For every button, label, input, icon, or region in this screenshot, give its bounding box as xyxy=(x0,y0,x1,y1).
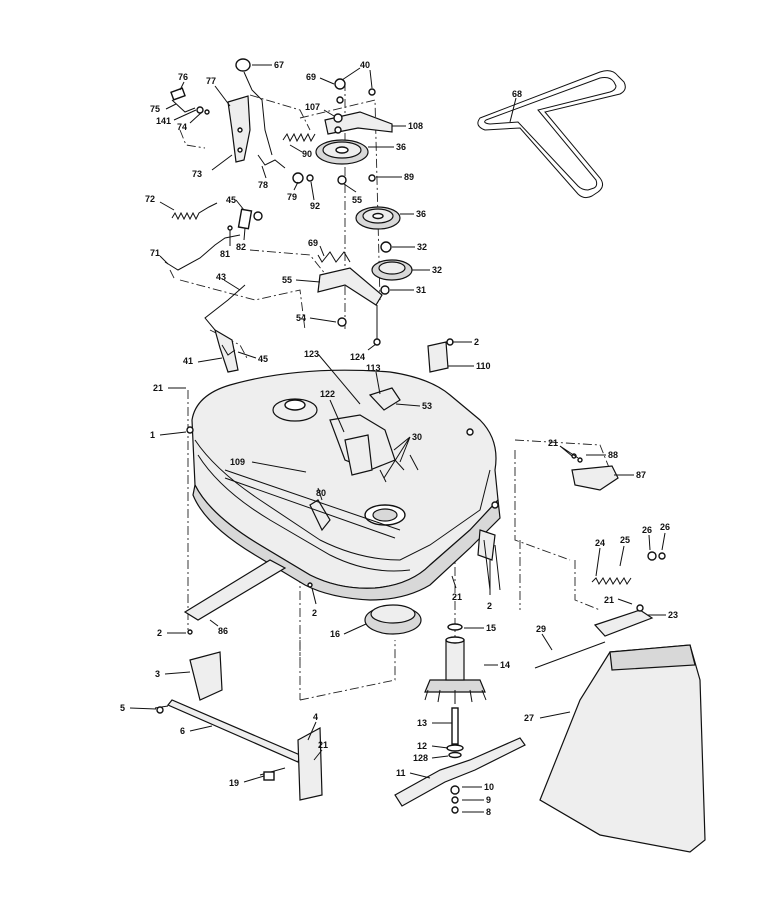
part-label-55: 55 xyxy=(282,275,292,285)
part-label-110: 110 xyxy=(476,361,491,371)
part-label-21: 21 xyxy=(604,595,614,605)
drive-belt-icon xyxy=(477,70,626,199)
part-label-43: 43 xyxy=(216,272,226,282)
part-labels: 67 40 69 76 77 68 75 74 141 107 108 36 xyxy=(120,60,678,817)
part-label-67: 67 xyxy=(274,60,284,70)
part-label-2: 2 xyxy=(312,608,317,618)
part-label-26: 26 xyxy=(642,525,652,535)
spring-icon xyxy=(171,202,218,221)
part-label-36: 36 xyxy=(396,142,406,152)
knob-icon xyxy=(235,58,251,72)
part-label-41: 41 xyxy=(183,356,193,366)
part-label-23: 23 xyxy=(668,610,678,620)
part-label-9: 9 xyxy=(486,795,491,805)
part-label-55: 55 xyxy=(352,195,362,205)
part-label-122: 122 xyxy=(320,389,335,399)
part-label-6: 6 xyxy=(180,726,185,736)
part-label-69: 69 xyxy=(308,238,318,248)
discharge-chute-icon xyxy=(539,644,706,853)
part-label-30: 30 xyxy=(412,432,422,442)
part-label-40: 40 xyxy=(360,60,370,70)
part-label-19: 19 xyxy=(229,778,239,788)
part-label-123: 123 xyxy=(304,349,319,359)
part-label-21: 21 xyxy=(548,438,558,448)
right-side-parts xyxy=(427,338,666,669)
part-label-12: 12 xyxy=(417,741,427,751)
part-label-88: 88 xyxy=(608,450,618,460)
part-label-11: 11 xyxy=(396,768,406,778)
part-label-26: 26 xyxy=(660,522,670,532)
part-label-81: 81 xyxy=(220,249,230,259)
part-label-4: 4 xyxy=(313,712,318,722)
part-label-109: 109 xyxy=(230,457,245,467)
part-label-77: 77 xyxy=(206,76,216,86)
part-label-75: 75 xyxy=(150,104,160,114)
part-label-128: 128 xyxy=(413,753,428,763)
part-label-1: 1 xyxy=(150,430,155,440)
part-label-82: 82 xyxy=(236,242,246,252)
part-label-2: 2 xyxy=(474,337,479,347)
part-label-113: 113 xyxy=(366,363,381,373)
part-label-92: 92 xyxy=(310,201,320,211)
part-label-29: 29 xyxy=(536,624,546,634)
part-label-124: 124 xyxy=(350,352,365,362)
part-label-21: 21 xyxy=(452,592,462,602)
part-label-53: 53 xyxy=(422,401,432,411)
part-label-45: 45 xyxy=(258,354,268,364)
part-label-5: 5 xyxy=(120,703,125,713)
part-label-3: 3 xyxy=(155,669,160,679)
part-label-69: 69 xyxy=(306,72,316,82)
part-label-32: 32 xyxy=(432,265,442,275)
part-label-87: 87 xyxy=(636,470,646,480)
part-label-73: 73 xyxy=(192,169,202,179)
part-label-79: 79 xyxy=(287,192,297,202)
part-label-108: 108 xyxy=(408,121,423,131)
part-label-31: 31 xyxy=(416,285,426,295)
idler-arm xyxy=(317,251,383,346)
part-label-90: 90 xyxy=(302,149,312,159)
part-label-8: 8 xyxy=(486,807,491,817)
part-label-89: 89 xyxy=(404,172,414,182)
part-label-54: 54 xyxy=(296,313,306,323)
part-label-74: 74 xyxy=(177,122,187,132)
pulley-stack xyxy=(315,78,413,295)
part-label-78: 78 xyxy=(258,180,268,190)
lift-rods xyxy=(164,202,263,373)
part-label-16: 16 xyxy=(330,629,340,639)
blade-icon xyxy=(394,737,526,807)
part-label-24: 24 xyxy=(595,538,605,548)
part-label-21: 21 xyxy=(318,740,328,750)
mower-deck-icon xyxy=(186,369,501,601)
part-label-27: 27 xyxy=(524,713,534,723)
lift-lever-assembly xyxy=(170,58,316,184)
part-label-14: 14 xyxy=(500,660,510,670)
part-label-71: 71 xyxy=(150,248,160,258)
part-label-107: 107 xyxy=(305,102,320,112)
part-label-25: 25 xyxy=(620,535,630,545)
part-label-86: 86 xyxy=(218,626,228,636)
part-label-36: 36 xyxy=(416,209,426,219)
part-label-45: 45 xyxy=(226,195,236,205)
part-label-2: 2 xyxy=(157,628,162,638)
spring-icon xyxy=(591,577,632,585)
part-label-10: 10 xyxy=(484,782,494,792)
part-label-32: 32 xyxy=(417,242,427,252)
spindle-icon xyxy=(424,636,487,704)
part-label-141: 141 xyxy=(156,116,171,126)
part-label-15: 15 xyxy=(486,623,496,633)
lower-linkage xyxy=(154,559,323,801)
spring-icon xyxy=(282,132,316,143)
part-label-80: 80 xyxy=(316,488,326,498)
part-label-76: 76 xyxy=(178,72,188,82)
part-label-13: 13 xyxy=(417,718,427,728)
part-label-68: 68 xyxy=(512,89,522,99)
part-label-2: 2 xyxy=(487,601,492,611)
part-label-21: 21 xyxy=(153,383,163,393)
spindle-assembly xyxy=(364,604,526,814)
part-label-72: 72 xyxy=(145,194,155,204)
